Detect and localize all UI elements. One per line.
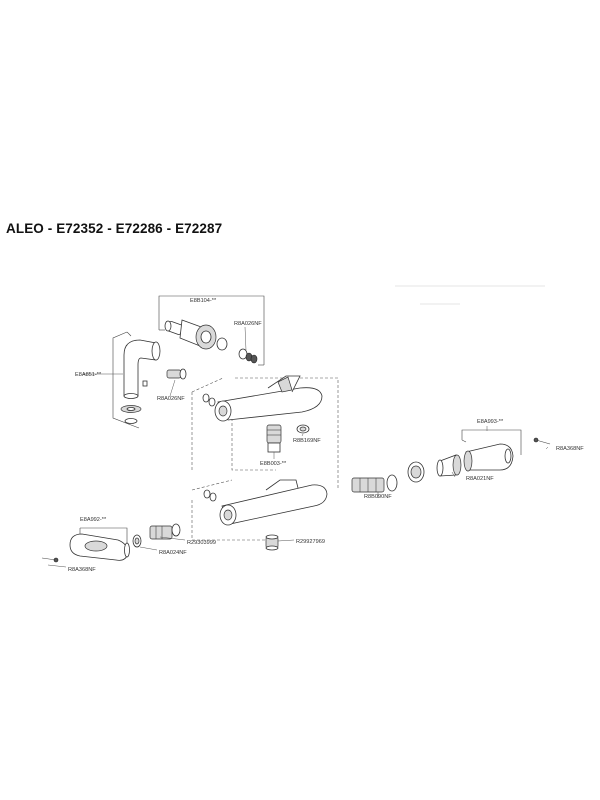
label-e8a992: E8A992-** <box>80 517 107 523</box>
label-r8a026nf-top: R8A026NF <box>234 321 262 327</box>
label-e8a851: E8A851-** <box>75 372 102 378</box>
part-mixer-body-upper <box>202 375 323 422</box>
label-r8a368nf-left: R8A368NF <box>68 567 96 573</box>
part-r29927969-aerator <box>265 534 279 551</box>
label-r8b090nf: R8B090NF <box>364 494 392 500</box>
dash-outline-lower <box>191 479 276 541</box>
label-r8b169nf: R8B169NF <box>293 438 321 444</box>
label-r8a026nf-left: R8A026NF <box>157 396 185 402</box>
background-marks <box>395 285 545 305</box>
label-r8a021nf: R8A021NF <box>466 476 494 482</box>
label-r29927969: R29927969 <box>296 539 325 545</box>
part-r8b090nf <box>351 474 398 493</box>
part-e8a851-elbow <box>120 339 161 424</box>
part-e8a992-handle <box>69 533 130 561</box>
part-r8a021nf <box>436 454 462 477</box>
part-e8b003-cartridge <box>266 424 282 459</box>
part-r8a368nf-left-screw <box>41 557 59 563</box>
bracket-e8b104 <box>158 295 265 366</box>
label-e8a993: E8A993-** <box>477 419 504 425</box>
part-mixer-body-lower <box>203 479 328 526</box>
part-r8b169nf <box>296 424 310 434</box>
part-r8b090nf-nut <box>407 461 425 483</box>
page-title: ALEO - E72352 - E72286 - E72287 <box>6 221 223 236</box>
part-r8a026nf-top <box>238 348 258 364</box>
dash-outline-upper <box>191 377 339 490</box>
part-r8a368nf-right-screw <box>533 437 551 445</box>
label-e8b003: E8B003-** <box>260 461 287 467</box>
part-r8a024nf <box>132 534 142 548</box>
part-e8b104-connector <box>164 319 228 351</box>
part-e8a993-handle <box>463 443 514 472</box>
part-r29303999 <box>149 523 181 540</box>
label-r8a368nf-right: R8A368NF <box>556 446 584 452</box>
label-r29303999: R29303999 <box>187 540 216 546</box>
bracket-e8a993 <box>461 429 522 455</box>
part-labels: E8B104-** R8A026NF E8A851-** R8A026NF R8… <box>68 298 584 573</box>
part-r8a026nf-left <box>166 368 187 380</box>
label-r8a024nf: R8A024NF <box>159 550 187 556</box>
leader-lines <box>47 326 549 568</box>
label-e8b104: E8B104-** <box>190 298 217 304</box>
